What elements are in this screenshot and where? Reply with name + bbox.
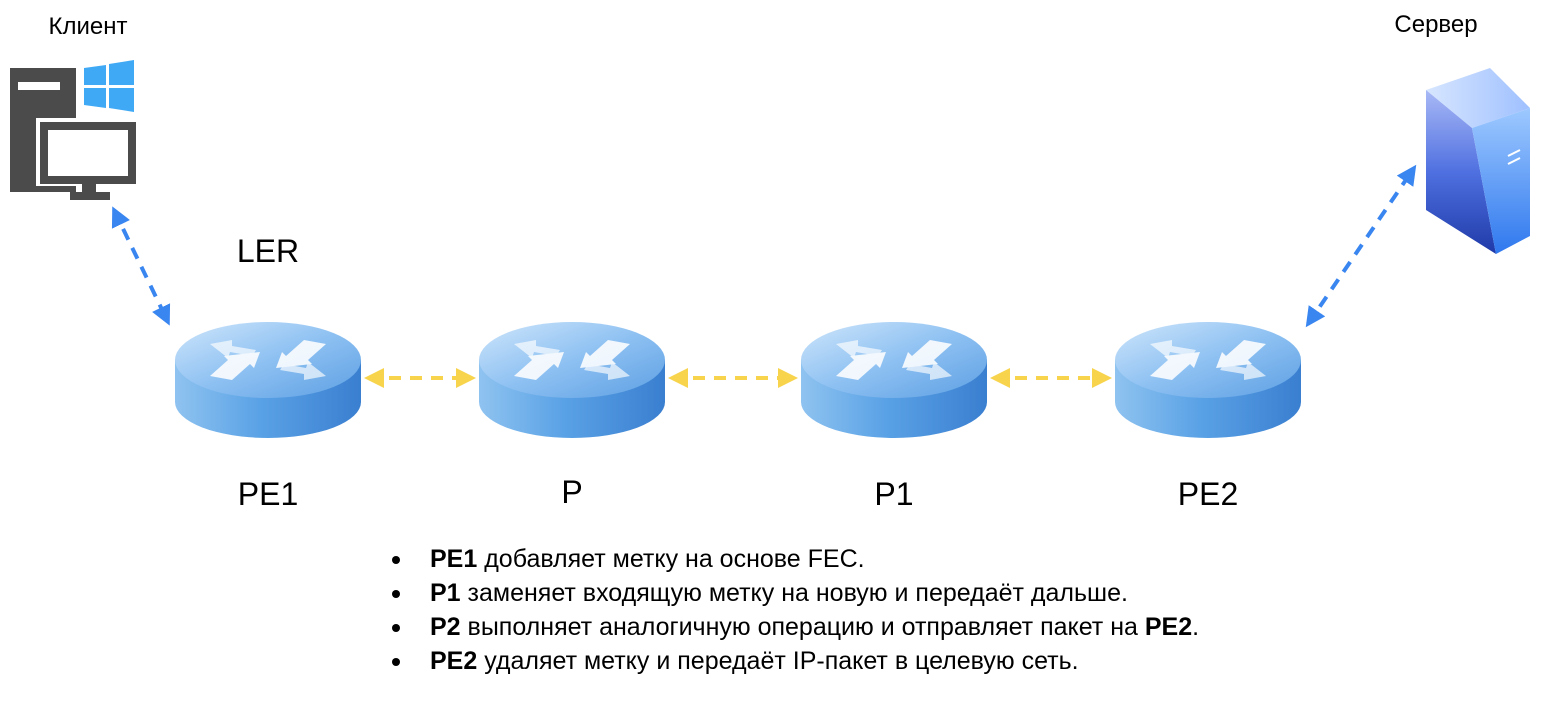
note-bold: P1: [430, 579, 461, 607]
client-computer-icon: [10, 68, 136, 200]
pe1-label: PE1: [238, 476, 298, 512]
link-pe2-server: [1305, 164, 1417, 328]
p1-label: P1: [874, 476, 913, 512]
notes-list: PE1 добавляет метку на основе FEC. P1 за…: [392, 542, 1199, 678]
link-client-pe1: [111, 206, 171, 326]
note-text: добавляет метку на основе FEC.: [477, 545, 865, 573]
p-label: P: [561, 474, 582, 510]
note-bold: PE2: [430, 647, 478, 675]
pe2-label: PE2: [1178, 476, 1238, 512]
note-item: PE2 удаляет метку и передаёт IP-пакет в …: [392, 644, 1199, 678]
router-p1-icon: [801, 322, 987, 438]
note-text: выполняет аналогичную операцию и отправл…: [460, 613, 1145, 641]
note-tail: .: [1192, 613, 1200, 641]
server-label: Сервер: [1394, 11, 1477, 38]
note-text: заменяет входящую метку на новую и перед…: [460, 579, 1128, 607]
note-text: удаляет метку и передаёт IP-пакет в целе…: [477, 647, 1079, 675]
note-item: P1 заменяет входящую метку на новую и пе…: [392, 576, 1199, 610]
note-bold: P2: [430, 613, 461, 641]
router-pe2-icon: [1115, 322, 1301, 438]
router-pe1-icon: [175, 322, 361, 438]
windows-logo-icon: [84, 60, 134, 112]
ler-label: LER: [237, 233, 299, 269]
note-bold-end: PE2: [1144, 613, 1193, 641]
note-item: P2 выполняет аналогичную операцию и отпр…: [392, 610, 1199, 644]
note-item: PE1 добавляет метку на основе FEC.: [392, 542, 1199, 576]
client-label: Клиент: [49, 13, 128, 40]
server-tower-icon: [1426, 68, 1530, 254]
router-p-icon: [479, 322, 665, 438]
note-bold: PE1: [430, 545, 478, 573]
